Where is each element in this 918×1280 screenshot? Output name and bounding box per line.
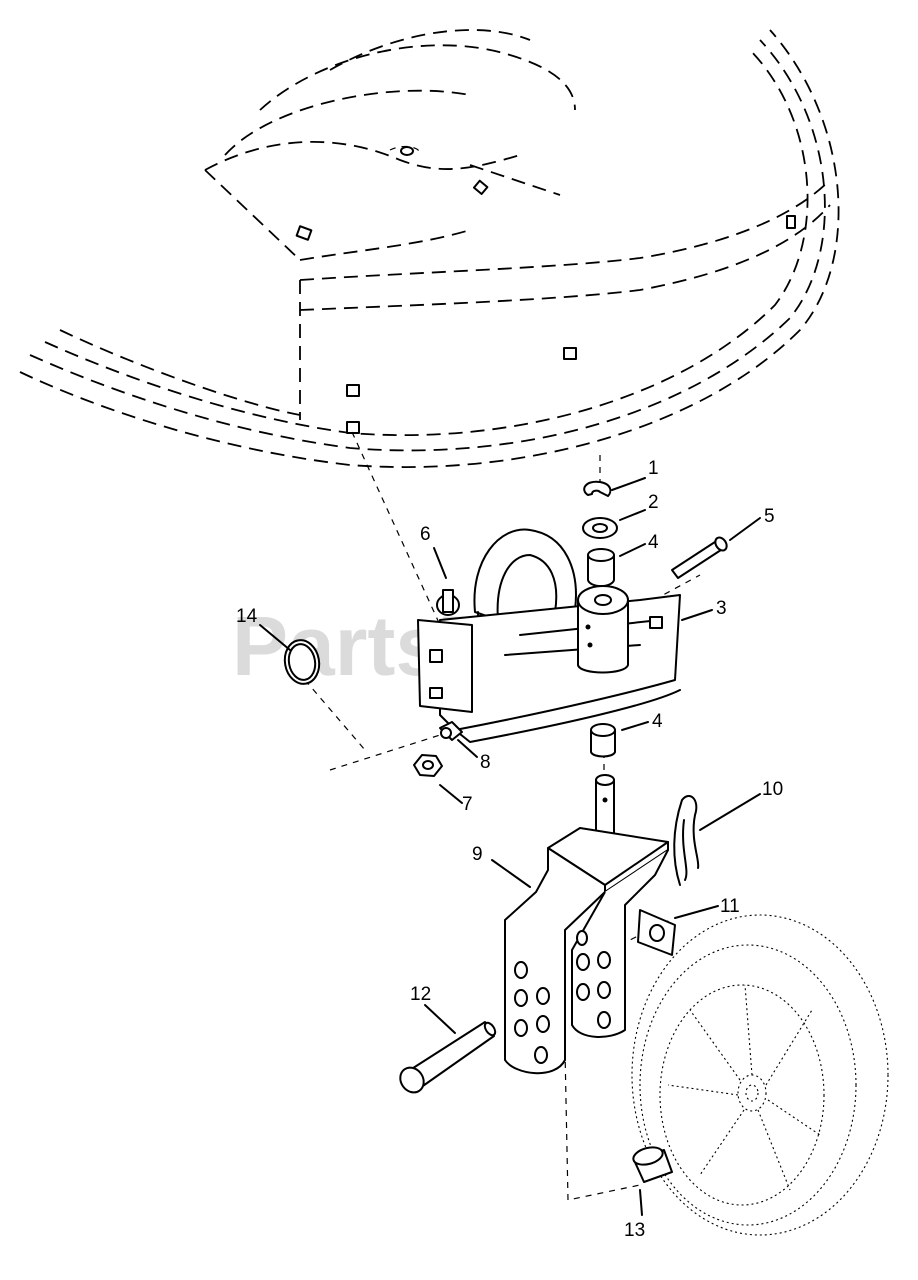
spacer-clip <box>637 909 676 956</box>
callout-11: 11 <box>720 896 740 917</box>
wheel-bushing <box>632 1146 673 1183</box>
callout-12: 12 <box>410 984 431 1005</box>
bushing-lower <box>590 723 616 758</box>
carriage-bolt <box>436 589 460 616</box>
bracket-slot <box>649 616 663 629</box>
callout-7: 7 <box>462 794 473 815</box>
wheel <box>631 914 889 1236</box>
clevis-pin-small <box>671 536 728 579</box>
callout-10: 10 <box>762 779 783 800</box>
callout-1: 1 <box>648 458 659 479</box>
callout-labels: 1 2 3 4 4 5 6 7 8 9 10 11 12 13 14 <box>236 458 783 1241</box>
callout-2: 2 <box>648 492 659 513</box>
deck-slot <box>472 179 489 196</box>
mount-slot <box>429 649 443 663</box>
callout-4: 4 <box>648 532 659 553</box>
deck-slot <box>346 384 360 397</box>
axle-bolt <box>399 1021 497 1094</box>
callout-3: 3 <box>716 598 727 619</box>
bushing-upper <box>587 548 615 587</box>
retaining-ring <box>283 639 321 685</box>
callout-8: 8 <box>480 752 491 773</box>
callout-13: 13 <box>624 1220 645 1241</box>
leader-lines <box>259 477 761 1216</box>
callout-9: 9 <box>472 844 483 865</box>
washer <box>582 517 618 539</box>
callout-5: 5 <box>764 506 775 527</box>
grease-fitting <box>439 721 463 741</box>
hex-nut <box>413 754 443 777</box>
deck-slot <box>563 347 577 360</box>
deck-slot <box>295 225 313 241</box>
callout-4-lower: 4 <box>652 711 663 732</box>
caster-fork <box>504 774 669 1075</box>
callout-6: 6 <box>420 524 431 545</box>
callout-14: 14 <box>236 606 258 627</box>
mower-deck <box>19 29 840 468</box>
hair-pin <box>673 795 700 886</box>
e-clip <box>583 480 612 497</box>
caster-bracket <box>417 528 681 743</box>
mount-slot <box>429 687 443 699</box>
deck-slot <box>786 215 796 229</box>
deck-hole <box>400 146 414 156</box>
deck-slot <box>346 421 360 434</box>
